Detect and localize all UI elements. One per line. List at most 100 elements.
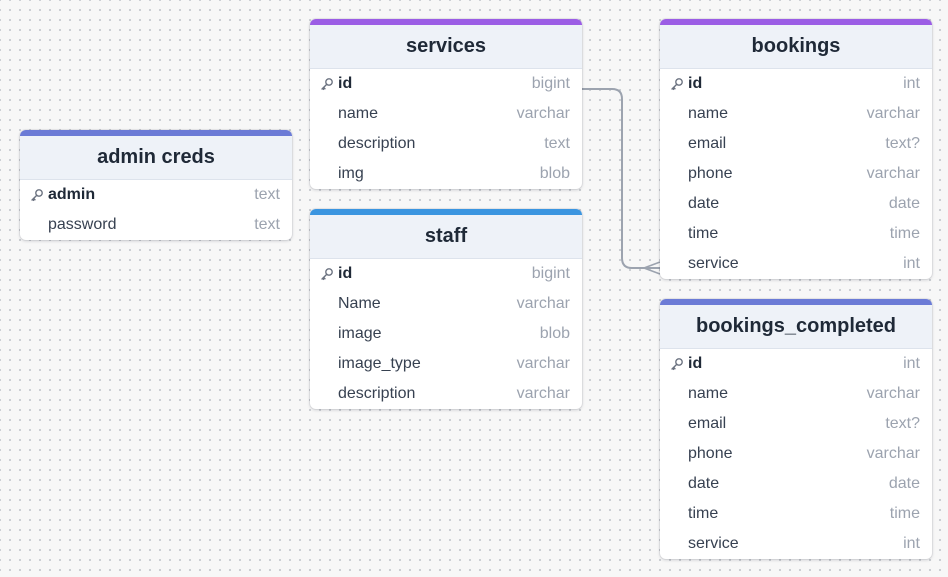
column-type: int xyxy=(903,355,920,372)
column-type: varchar xyxy=(516,105,570,122)
column-name: phone xyxy=(688,445,733,462)
column-type: bigint xyxy=(531,75,570,92)
column-list: admin text password text xyxy=(20,180,292,240)
column-type: varchar xyxy=(866,105,920,122)
table-title: admin creds xyxy=(97,146,215,168)
column-type: text? xyxy=(885,415,920,432)
column-type: varchar xyxy=(516,295,570,312)
column-row-id[interactable]: id int xyxy=(660,69,932,99)
column-row-service[interactable]: service int xyxy=(660,529,932,559)
column-type: text xyxy=(254,216,280,233)
table-admin-creds[interactable]: admin creds admin text password text xyxy=(20,130,292,240)
table-color-bar xyxy=(310,19,582,25)
column-name: description xyxy=(338,385,416,402)
table-header[interactable]: services xyxy=(310,25,582,69)
column-row-id[interactable]: id int xyxy=(660,349,932,379)
column-type: date xyxy=(888,475,920,492)
column-row-name[interactable]: name varchar xyxy=(310,99,582,129)
column-name: date xyxy=(688,475,720,492)
column-type: text? xyxy=(885,135,920,152)
table-title: bookings xyxy=(751,35,841,57)
column-type: int xyxy=(903,75,920,92)
column-type: bigint xyxy=(531,265,570,282)
column-row-service[interactable]: service int xyxy=(660,249,932,279)
column-name: Name xyxy=(338,295,381,312)
table-services[interactable]: services id bigint name varchar description t… xyxy=(310,19,582,189)
primary-key-icon xyxy=(30,188,48,202)
table-header[interactable]: bookings xyxy=(660,25,932,69)
column-type: varchar xyxy=(516,355,570,372)
column-name: img xyxy=(338,165,364,182)
column-type: blob xyxy=(539,325,570,342)
column-row-date[interactable]: date date xyxy=(660,469,932,499)
column-name: admin xyxy=(48,186,96,203)
column-name: service xyxy=(688,535,739,552)
table-color-bar xyxy=(310,209,582,215)
column-type: int xyxy=(903,535,920,552)
column-row-description[interactable]: description varchar xyxy=(310,379,582,409)
column-row-password[interactable]: password text xyxy=(20,210,292,240)
column-name: date xyxy=(688,195,720,212)
column-row-image_type[interactable]: image_type varchar xyxy=(310,349,582,379)
table-color-bar xyxy=(660,19,932,25)
column-row-email[interactable]: email text? xyxy=(660,409,932,439)
column-row-time[interactable]: time time xyxy=(660,499,932,529)
column-name: password xyxy=(48,216,117,233)
column-row-email[interactable]: email text? xyxy=(660,129,932,159)
column-name: time xyxy=(688,225,719,242)
table-color-bar xyxy=(20,130,292,136)
column-name: name xyxy=(688,105,729,122)
column-row-id[interactable]: id bigint xyxy=(310,259,582,289)
column-type: varchar xyxy=(866,165,920,182)
column-name: email xyxy=(688,415,727,432)
column-row-admin[interactable]: admin text xyxy=(20,180,292,210)
column-name: id xyxy=(688,75,703,92)
column-row-name[interactable]: Name varchar xyxy=(310,289,582,319)
table-title: bookings_completed xyxy=(695,315,897,337)
table-bookings[interactable]: bookings id int name varchar email text? phone… xyxy=(660,19,932,279)
column-type: blob xyxy=(539,165,570,182)
column-type: text xyxy=(544,135,570,152)
primary-key-icon xyxy=(670,77,688,91)
column-type: text xyxy=(254,186,280,203)
column-name: id xyxy=(338,265,353,282)
table-header[interactable]: bookings_completed xyxy=(660,305,932,349)
column-name: id xyxy=(688,355,703,372)
primary-key-icon xyxy=(670,357,688,371)
column-list: id bigint name varchar description text img blo… xyxy=(310,69,582,189)
column-name: description xyxy=(338,135,416,152)
column-name: image_type xyxy=(338,355,421,372)
column-row-image[interactable]: image blob xyxy=(310,319,582,349)
column-name: name xyxy=(338,105,379,122)
table-color-bar xyxy=(660,299,932,305)
column-row-img[interactable]: img blob xyxy=(310,159,582,189)
table-header[interactable]: staff xyxy=(310,215,582,259)
column-name: email xyxy=(688,135,727,152)
column-row-name[interactable]: name varchar xyxy=(660,99,932,129)
relation-services-bookings-edge[interactable] xyxy=(582,88,660,269)
primary-key-icon xyxy=(320,267,338,281)
primary-key-icon xyxy=(320,77,338,91)
table-header[interactable]: admin creds xyxy=(20,136,292,180)
column-row-id[interactable]: id bigint xyxy=(310,69,582,99)
column-row-description[interactable]: description text xyxy=(310,129,582,159)
column-type: varchar xyxy=(516,385,570,402)
column-name: time xyxy=(688,505,719,522)
column-name: service xyxy=(688,255,739,272)
column-name: id xyxy=(338,75,353,92)
column-type: time xyxy=(889,505,920,522)
table-title: staff xyxy=(424,225,468,247)
column-type: int xyxy=(903,255,920,272)
column-type: varchar xyxy=(866,385,920,402)
column-name: image xyxy=(338,325,382,342)
